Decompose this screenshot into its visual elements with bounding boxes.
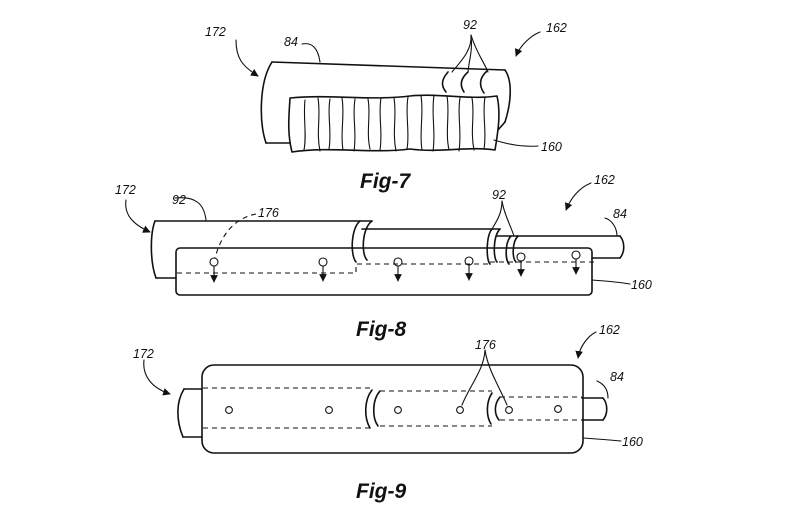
fig7-leaders (235, 31, 541, 147)
fig9-label-84: 84 (610, 370, 624, 384)
fig9-label-162: 162 (599, 323, 620, 337)
fig7-sleeves (441, 70, 488, 94)
fig9-pipe (177, 388, 608, 438)
fig7-label-162: 162 (546, 21, 567, 35)
fig9-label-172: 172 (133, 347, 154, 361)
figure-9: 172 176 162 84 160 Fig-9 (133, 323, 643, 503)
fig8-fasteners-176 (209, 250, 581, 283)
figure-8: 172 92 176 92 162 84 160 Fig-8 (115, 173, 652, 341)
fig7-label-84: 84 (284, 35, 298, 49)
fig9-leaders (143, 331, 622, 442)
figure-7: 172 84 92 162 160 Fig-7 (205, 18, 567, 193)
fig9-caption: Fig-9 (356, 480, 406, 503)
fig7-label-160: 160 (541, 140, 562, 154)
fig8-leaders (125, 182, 631, 285)
fig7-wrap-160 (287, 94, 500, 153)
fig8-label-162: 162 (594, 173, 615, 187)
fig7-label-172: 172 (205, 25, 226, 39)
fig8-label-84: 84 (613, 207, 627, 221)
fig8-label-92: 92 (172, 193, 186, 207)
fig8-wrap-160 (175, 247, 597, 296)
fig8-label-160: 160 (631, 278, 652, 292)
fig8-label-92-right: 92 (492, 188, 506, 202)
fig8-caption: Fig-8 (356, 318, 406, 341)
fig8-label-172: 172 (115, 183, 136, 197)
fig9-label-176: 176 (475, 338, 496, 352)
fig9-wrap-160 (201, 364, 584, 454)
fig7-caption: Fig-7 (360, 170, 411, 193)
fig9-fasteners-176 (225, 405, 562, 414)
fig8-pipe (150, 220, 625, 279)
fig7-pipe (260, 61, 512, 144)
fig7-label-92: 92 (463, 18, 477, 32)
fig9-label-160: 160 (622, 435, 643, 449)
fig8-label-176: 176 (258, 206, 279, 220)
